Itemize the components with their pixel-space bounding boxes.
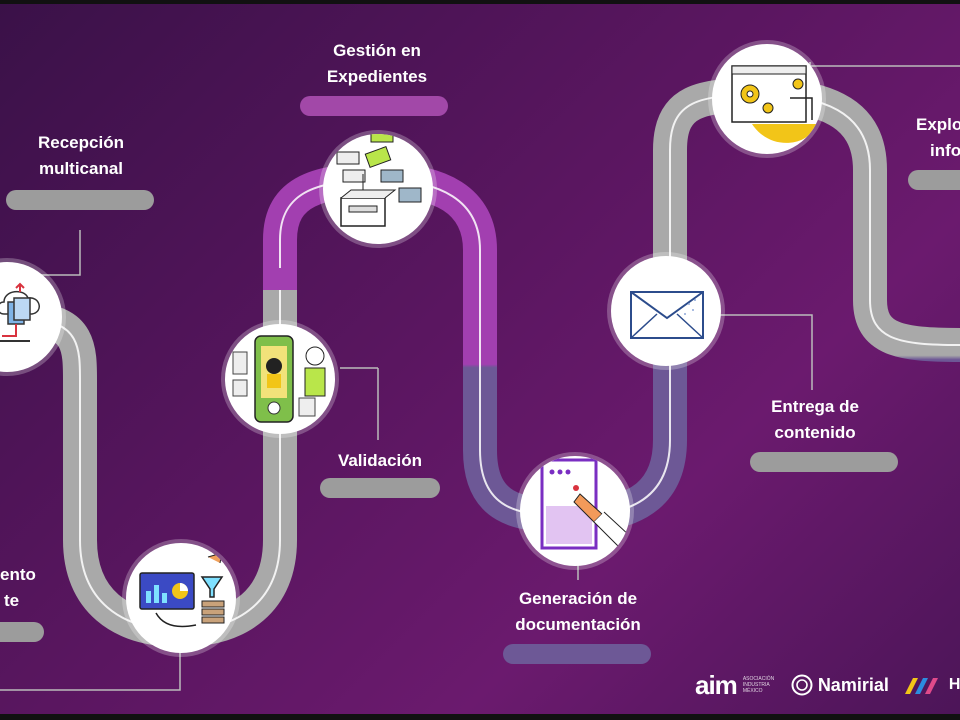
- aim-subtitle: ASOCIACIÓN INDUSTRIA MÉXICO: [742, 676, 775, 694]
- browser-gears-icon: [731, 65, 816, 143]
- stripes-mark-icon: [904, 678, 938, 694]
- step-5-bar: [503, 644, 651, 664]
- dashboard-funnel-icon: [139, 552, 225, 628]
- touch-document-icon: [540, 458, 630, 550]
- aim-logo: aim ASOCIACIÓN INDUSTRIA MÉXICO: [695, 670, 777, 701]
- touch-document-node: [520, 456, 630, 566]
- partner-logos: aim ASOCIACIÓN INDUSTRIA MÉXICO Namirial…: [695, 668, 960, 702]
- file-archive-icon: [336, 134, 422, 227]
- dashboard-funnel-node: [126, 543, 236, 653]
- step-3-label: Validación: [337, 451, 423, 470]
- browser-gears-node: [712, 44, 822, 154]
- step-7-bar: [908, 170, 960, 190]
- top-border: [0, 0, 960, 4]
- third-logo: H: [903, 674, 960, 696]
- step-1-bar: [0, 622, 44, 642]
- face-id-phone-node: [225, 324, 335, 434]
- file-archive-node: [323, 134, 433, 244]
- namirial-logo: Namirial: [791, 674, 889, 696]
- step-3-bar: [320, 478, 440, 498]
- envelope-node: [611, 256, 721, 366]
- step-2-bar: [6, 190, 154, 210]
- envelope-icon: [630, 291, 704, 339]
- step-6-bar: [750, 452, 898, 472]
- aim-wordmark: aim: [695, 669, 738, 700]
- third-wordmark: H: [948, 676, 960, 693]
- step-4-bar: [300, 96, 448, 116]
- cloud-documents-icon: [0, 282, 40, 342]
- namirial-mark-icon: [791, 674, 813, 696]
- bottom-border: [0, 714, 960, 720]
- face-id-phone-icon: [232, 335, 326, 423]
- namirial-wordmark: Namirial: [817, 674, 889, 695]
